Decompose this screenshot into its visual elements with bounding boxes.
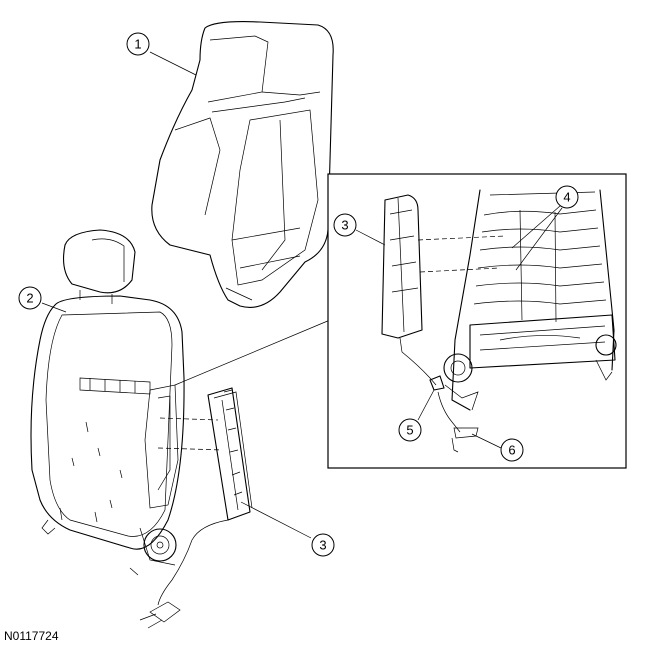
figure-reference-code: N0117724 <box>4 629 59 643</box>
callout-4: 4 <box>511 185 579 271</box>
callout-4-label: 4 <box>563 190 570 205</box>
callout-2-label: 2 <box>26 291 33 306</box>
callout-3-detail-label: 3 <box>341 218 348 233</box>
callout-3-detail: 3 <box>333 213 386 246</box>
callout-2: 2 <box>18 286 67 313</box>
callout-1: 1 <box>126 32 197 76</box>
seat-back-frame-illustration <box>30 229 185 576</box>
callout-5: 5 <box>398 389 435 442</box>
side-airbag-module-left <box>139 387 253 629</box>
detail-view-box <box>327 173 627 469</box>
callout-1-label: 1 <box>134 37 141 52</box>
callout-6-label: 6 <box>508 443 515 458</box>
detail-leader-line <box>174 319 331 386</box>
callout-5-label: 5 <box>406 423 413 438</box>
seat-back-cover-illustration <box>151 21 334 308</box>
callout-3-main-label: 3 <box>319 538 326 553</box>
callout-6: 6 <box>471 433 524 462</box>
callout-3-main: 3 <box>240 501 335 557</box>
